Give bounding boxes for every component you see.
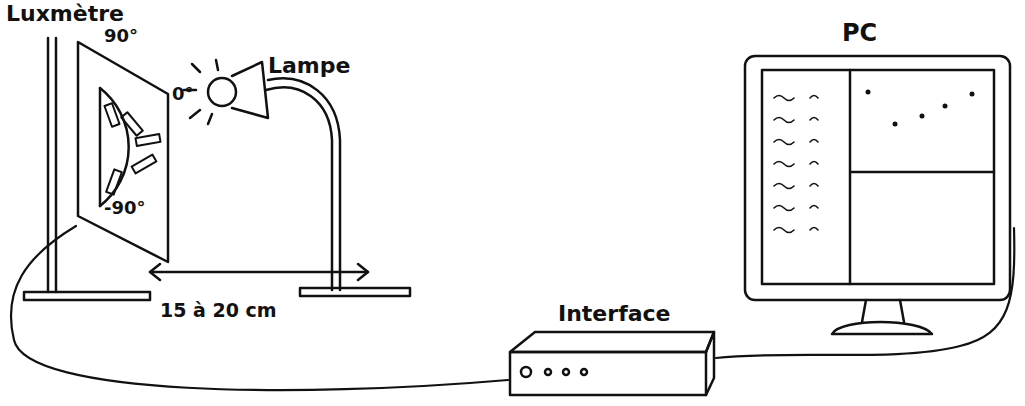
- node-heading: PC: [842, 20, 877, 46]
- screen-points: [866, 90, 975, 127]
- lamp: [184, 60, 410, 296]
- interface-box: Interface: [508, 332, 716, 396]
- screen-values: [774, 96, 818, 233]
- lamp-label: Lampe: [268, 54, 350, 78]
- cable: [11, 226, 508, 390]
- angle-mark: -90°: [104, 198, 146, 218]
- node-heading: Interface: [558, 302, 671, 326]
- stand-pole: [48, 38, 56, 292]
- sensors: [104, 103, 160, 194]
- half-disc: [100, 88, 129, 206]
- interface-box: [510, 332, 714, 395]
- cable: [716, 228, 1014, 358]
- stand-base: [24, 292, 150, 300]
- distance-label: 15 à 20 cm: [160, 300, 277, 321]
- half-disc-edge: [99, 88, 102, 206]
- pc: PC: [742, 18, 1014, 336]
- luxmeter: Luxmètre90°0°-90°: [0, 0, 190, 226]
- pc-monitor: [745, 56, 1010, 334]
- angle-mark: 90°: [104, 26, 138, 46]
- angle-mark: 0°: [172, 84, 194, 104]
- node-heading: Luxmètre: [6, 2, 124, 26]
- distance-arrow: [150, 264, 368, 280]
- sensor-plate: [78, 42, 168, 262]
